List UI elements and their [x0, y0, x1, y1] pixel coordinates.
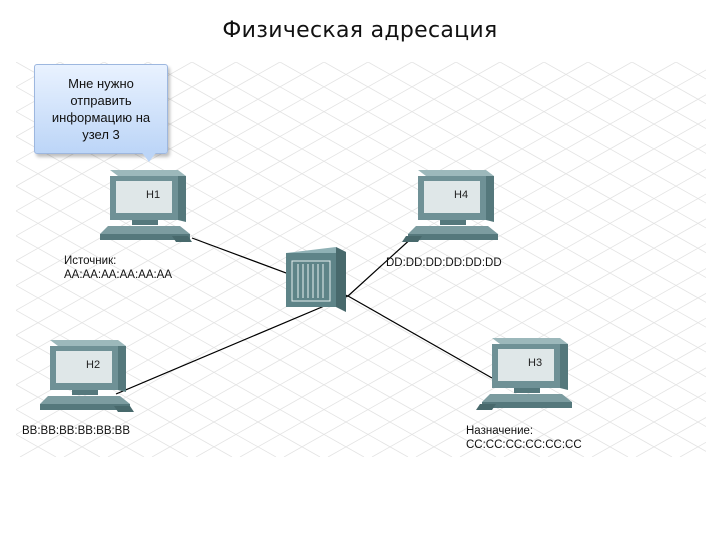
grid-line	[631, 62, 706, 105]
grid-line	[543, 62, 706, 154]
h1-address-label: Источник: AA:AA:AA:AA:AA:AA	[64, 254, 172, 282]
grid-line	[411, 62, 706, 229]
h4-address-label: DD:DD:DD:DD:DD:DD	[386, 256, 502, 270]
grid-line	[239, 193, 706, 457]
speech-bubble-tail	[140, 150, 158, 162]
h2-address-label: BB:BB:BB:BB:BB:BB	[22, 424, 130, 438]
grid-line	[16, 260, 365, 457]
grid-line	[16, 136, 585, 457]
grid-line	[283, 218, 706, 457]
bubble-line: отправить	[70, 93, 132, 108]
grid-line	[59, 62, 706, 427]
grid-line	[499, 62, 706, 179]
host-name-h3: H3	[528, 357, 542, 369]
network-diagram: H1 H4 H2 H3	[16, 62, 706, 457]
page-title: Физическая адресация	[222, 18, 498, 43]
link-h4-switch	[347, 235, 415, 297]
bubble-line: узел 3	[82, 127, 120, 142]
grid-line	[195, 168, 706, 457]
grid-line	[16, 210, 453, 457]
h1-role: Источник:	[64, 255, 117, 267]
grid-line	[16, 62, 501, 336]
grid-line	[16, 62, 545, 361]
computer-h2	[40, 340, 134, 412]
grid-line	[16, 62, 457, 311]
h3-address-label: Назначение: CC:CC:CC:CC:CC:CC	[466, 424, 582, 452]
grid-line	[16, 62, 413, 286]
grid-line	[16, 185, 497, 457]
grid-line	[455, 62, 706, 204]
grid-line	[191, 62, 706, 353]
grid-line	[16, 359, 189, 457]
grid-line	[16, 384, 145, 457]
grid-line	[503, 342, 706, 457]
grid-line	[16, 235, 409, 457]
grid-line	[235, 62, 706, 328]
grid-line	[459, 317, 706, 457]
grid-line	[16, 284, 321, 457]
host-name-h1: H1	[146, 189, 160, 201]
computer-h4	[402, 170, 498, 242]
grid-line	[371, 268, 706, 457]
grid-line	[19, 69, 706, 457]
grid-line	[327, 243, 706, 457]
grid-line	[107, 119, 706, 457]
grid-line	[635, 417, 706, 457]
h1-mac: AA:AA:AA:AA:AA:AA	[64, 269, 173, 281]
grid-line	[547, 367, 706, 457]
h3-role: Назначение:	[466, 425, 534, 437]
computer-h3	[476, 338, 572, 410]
h2-mac: BB:BB:BB:BB:BB:BB	[22, 425, 131, 437]
bubble-line: Мне нужно	[68, 76, 134, 91]
grid-line	[63, 94, 706, 457]
link-h2-switch	[115, 295, 349, 395]
grid-line	[151, 143, 706, 457]
host-name-h4: H4	[454, 189, 468, 201]
link-h3-switch	[347, 295, 493, 379]
grid-line	[16, 309, 277, 457]
grid-line	[147, 62, 706, 378]
grid-line	[103, 62, 706, 403]
grid-line	[367, 62, 706, 254]
grid-line	[16, 62, 149, 137]
grid-line	[587, 62, 706, 130]
grid-line	[279, 62, 706, 303]
switch	[286, 247, 346, 312]
grid-line	[16, 62, 369, 262]
bubble-line: информацию на	[51, 110, 151, 125]
grid-line	[16, 62, 633, 411]
grid-line	[323, 62, 706, 279]
grid-line	[16, 62, 325, 237]
h3-mac: CC:CC:CC:CC:CC:CC	[466, 439, 582, 451]
grid-line	[675, 62, 706, 80]
grid-line	[16, 160, 541, 457]
speech-bubble: Мне нужно отправить информацию на узел 3	[34, 64, 168, 154]
host-name-h2: H2	[86, 359, 100, 371]
grid-line	[16, 334, 233, 457]
h4-mac: DD:DD:DD:DD:DD:DD	[386, 257, 502, 269]
computer-h1	[100, 170, 192, 242]
grid-line	[16, 62, 589, 386]
